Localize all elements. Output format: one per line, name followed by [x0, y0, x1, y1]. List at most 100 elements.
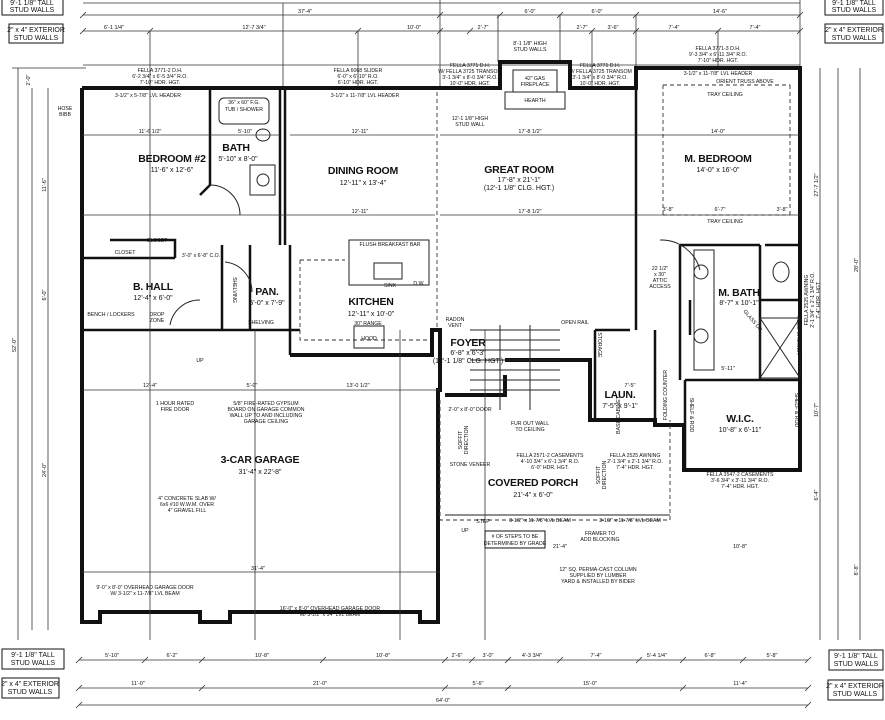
- dimension-label: 12'-4": [143, 383, 157, 389]
- room-label: 8'-7" x 10'-1": [719, 300, 759, 307]
- legend-label: STUD WALLS: [11, 660, 56, 667]
- sink-bath: [256, 173, 270, 187]
- room-b-hall: B. HALL 12'-4" x 6'-0": [133, 281, 174, 302]
- annotation-text: GARAGE CEILING: [244, 419, 288, 425]
- annotation-text: 3-1/2" x 5-7/8" LVL HEADER: [115, 93, 181, 99]
- annotation-text: FELLA 3771 D.H.: [580, 63, 620, 69]
- master-vanity: [693, 249, 715, 371]
- annotation-text: 9'-3 3/4" x 6'-11 3/4" R.O.: [689, 52, 747, 58]
- annotation-text: 3'-1 3/4" x 8'-0 3/4" R.O.: [572, 75, 628, 81]
- dimension-label: 7'-4": [669, 25, 680, 31]
- annotation-text: 4" CONCRETE SLAB W/: [158, 496, 216, 502]
- annotation-text: 3'-6 3/4" x 3'-11 3/4" R.O.: [711, 478, 769, 484]
- room-label: 12'-11" x 10'-0": [348, 311, 395, 318]
- room-label: 21'-4" x 6'-0": [513, 492, 553, 499]
- annotation-text: WALL UP TO AND INCLUDING: [230, 413, 303, 419]
- dimension-label: 11'-0": [131, 681, 145, 687]
- dimension-label: 7'-5": [625, 383, 636, 389]
- annotation-text: 8'-1 1/8" HIGH: [513, 41, 547, 47]
- annotation-text: FLUSH BREAKFAST BAR: [359, 242, 420, 248]
- annotation-text: BASE CABINET: [616, 395, 622, 434]
- interior-dimensions: 11'-6 1/2" 5'-10" 12'-11" 12'-11" 17'-8 …: [139, 129, 788, 572]
- room-label: 14'-0" x 16'-0": [696, 167, 740, 174]
- room-label: W.I.C.: [726, 413, 754, 425]
- dimension-label: 6'-2": [167, 653, 178, 659]
- room-label: B. HALL: [133, 281, 174, 293]
- annotation-text: FELLA 2525 AWNING: [610, 453, 661, 459]
- legend-label: STUD WALLS: [832, 35, 877, 42]
- dimension-label: 24'-0": [42, 463, 48, 477]
- annotation-text: ZONE: [150, 318, 165, 324]
- annotation-text: 9'-0" x 8'-0" OVERHEAD GARAGE DOOR: [96, 585, 194, 591]
- room-label: 6'-8" x 6'-3": [450, 350, 486, 357]
- annotation-text: 3-1/2" x 11-7/8" LVL BEAM: [599, 518, 661, 524]
- annotation-text: 6x6 #10 W.W.M. OVER: [160, 502, 214, 508]
- dimension-label: 7'-4": [750, 25, 761, 31]
- annotation-text: BIBB: [59, 112, 71, 118]
- annotation-text: FUR OUT WALL: [511, 421, 549, 427]
- interior-walls: [82, 68, 800, 470]
- legend-label: STUD WALLS: [14, 35, 59, 42]
- tub-shower: [218, 97, 270, 125]
- annotation-text: FELLA 2571-2 CASEMENTS: [517, 453, 584, 459]
- annotation-text: 2'-0" x 8'-0" DOOR: [448, 407, 491, 413]
- dimension-label: 6'-7": [715, 207, 726, 213]
- annotation-text: SHELVING: [248, 320, 274, 326]
- room-pantry: PAN. 5'-0" x 7'-9": [249, 286, 285, 307]
- legend-label: 2" x 4" EXTERIOR: [825, 27, 883, 34]
- fixtures: [82, 69, 801, 640]
- dimension-label: 13'-0 1/2": [346, 383, 369, 389]
- dimension-label: 28'-0": [854, 258, 860, 272]
- annotation-text: 7'-10" HDR. HGT.: [698, 58, 739, 64]
- legend-label: 2" x 4" EXTERIOR: [826, 683, 884, 690]
- dimension-label: 8'-8": [854, 564, 860, 575]
- dimension-label: 7'-4": [591, 653, 602, 659]
- kitchen-sink: [373, 262, 403, 280]
- annotation-text: 6'-2 3/4" x 6'-5 3/4" R.O.: [132, 74, 188, 80]
- annotation-text: CLOSET: [147, 238, 169, 244]
- exterior-walls: [80, 60, 802, 624]
- dimension-label: 6'-8": [705, 653, 716, 659]
- annotation-text: STUD WALLS: [514, 47, 547, 53]
- room-kitchen: KITCHEN 12'-11" x 10'-0": [348, 296, 395, 318]
- room-label: (12'-1 1/8" CLG. HGT.): [484, 185, 554, 192]
- annotation-text: 36" x 60" F.G.: [228, 100, 260, 106]
- dimension-label: 10'-7": [814, 403, 820, 417]
- dimension-label: 12'-11": [352, 209, 369, 215]
- annotation-text: 7'-10" HDR. HGT.: [140, 80, 181, 86]
- annotation-text: 1 HOUR RATED: [156, 401, 194, 407]
- room-label: 5'-0" x 7'-9": [249, 300, 285, 307]
- legend-label: STUD WALLS: [832, 7, 877, 14]
- legend-tall-stud-walls: 9'-1 1/8" TALL STUD WALLS 9'-1 1/8" TALL…: [1, 0, 884, 671]
- dimension-label: 10'-0": [407, 25, 421, 31]
- legend-label: STUD WALLS: [10, 7, 55, 14]
- dimension-label: 11'-6 1/2": [139, 129, 162, 135]
- annotation-text: SINK: [384, 283, 397, 289]
- dimension-label: 17'-8 1/2": [518, 209, 541, 215]
- dimension-label: 11'-6": [42, 178, 48, 192]
- dimension-label: 31'-4": [251, 566, 265, 572]
- room-label: BATH: [222, 142, 250, 154]
- annotations: FELLA 3771-2 D.H. 6'-2 3/4" x 6'-5 3/4" …: [58, 41, 822, 618]
- room-label: M. BATH: [718, 287, 760, 299]
- annotation-text: FELLA 3771-3 D.H.: [696, 46, 741, 52]
- dimension-label: 3'-6": [608, 25, 619, 31]
- tiled-shower: [759, 317, 801, 379]
- legend-label: 9'-1 1/8" TALL: [832, 0, 876, 7]
- annotation-text: 3-1/2" x 11-7/8" LVL HEADER: [684, 71, 753, 77]
- annotation-text: 4" GRAVEL FILL: [168, 508, 207, 514]
- annotation-text: FIRE DOOR: [161, 407, 190, 413]
- range: [353, 325, 385, 349]
- annotation-text: 5/8" FIRE-RATED GYPSUM: [233, 401, 298, 407]
- annotation-text: W/ FELLA 3725 TRANSOM: [568, 69, 632, 75]
- annotation-text: HOSE: [58, 106, 73, 112]
- annotation-text: ACCESS: [649, 284, 671, 290]
- dimension-label: 5'-10": [238, 129, 252, 135]
- room-label: 3-CAR GARAGE: [221, 454, 300, 466]
- annotation-text: 6'-0" HDR. HGT.: [531, 465, 569, 471]
- annotation-text: ORIENT TRUSS ABOVE: [716, 79, 774, 85]
- dimension-label: 5'-8": [767, 653, 778, 659]
- dimension-label: 10'-8": [733, 544, 747, 550]
- breakfast-bar: [348, 239, 430, 286]
